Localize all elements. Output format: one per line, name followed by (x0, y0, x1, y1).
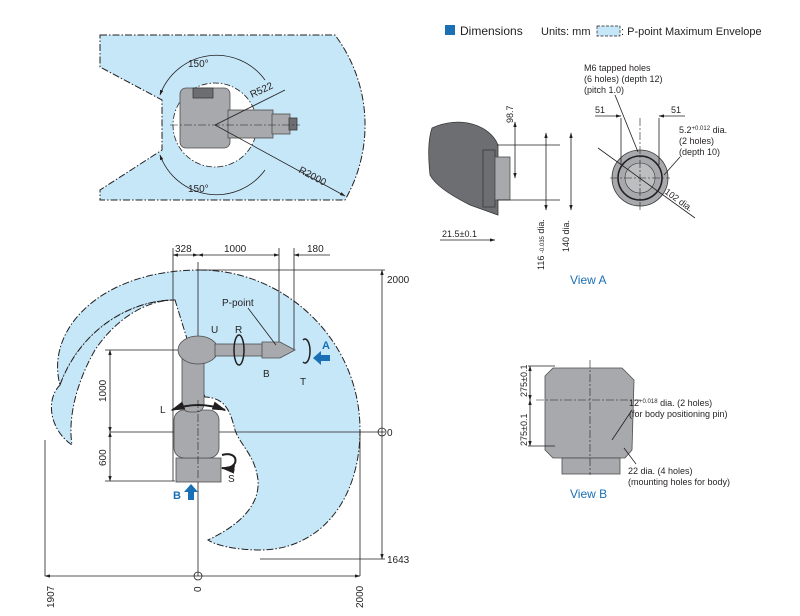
side-envelope-left-crescent (51, 299, 176, 447)
dim-180-label: 180 (307, 244, 324, 255)
view-a: 98.7 116 -0.035 dia. 140 dia. 21.5±0.1 5… (428, 63, 727, 287)
view-b: 275±0.1 275±0.1 12+0.018 dia. (2 holes) … (519, 360, 730, 501)
r522-leader (214, 89, 286, 126)
tapped-holes-line2: (6 holes) (depth 12) (584, 74, 663, 84)
units-label: Units: mm (541, 26, 591, 38)
view-b-base (561, 457, 621, 475)
mount-label-line2: (mounting holes for body) (628, 477, 730, 487)
right-origin-marker (377, 427, 387, 437)
s-axis-rotation-icon (220, 453, 237, 474)
l-axis-label: L (160, 405, 166, 416)
dimensions-swatch (445, 25, 455, 35)
base-top-detail (192, 87, 214, 99)
dim-98-7-label: 98.7 (505, 105, 515, 123)
pin-leader (611, 409, 633, 441)
angle-upper-label: 150° (188, 59, 209, 70)
bottom-scale-left: 1907 (46, 585, 57, 608)
dim-102-label: 102 dia. (663, 187, 695, 214)
robot-wrist (261, 341, 296, 359)
view-a-marker: A (322, 340, 330, 352)
pin-label: 12+0.018 dia. (2 holes) (629, 398, 712, 408)
robot-flange-top (288, 117, 298, 131)
dim-1000-label: 1000 (224, 244, 247, 255)
dim-102-leader (597, 147, 696, 219)
view-a-flange (494, 156, 511, 201)
top-view: 150° 150° R522 R2000 (99, 34, 366, 201)
angle-arc-lower (159, 154, 266, 196)
pin-holes-line2: (2 holes) (679, 136, 714, 146)
dim-21-5-label: 21.5±0.1 (442, 229, 477, 239)
dim-51-left: 51 (595, 105, 605, 115)
r2000-leader (214, 124, 346, 197)
t-axis-label: T (300, 377, 306, 388)
view-a-arrow-icon (313, 351, 330, 365)
robot-turret (173, 409, 220, 459)
robot-arm-top (227, 109, 274, 139)
view-a-flange-ring (482, 149, 496, 208)
t-axis-rotation-icon (302, 338, 311, 364)
angle-lower-label: 150° (188, 184, 209, 195)
dim-600-label: 600 (98, 449, 109, 466)
view-b-arrow-icon (184, 484, 198, 500)
dim-275-upper-label: 275±0.1 (519, 365, 529, 397)
s-axis-label: S (228, 474, 235, 485)
right-scale-top: 2000 (387, 275, 410, 286)
u-axis-label: U (211, 325, 218, 336)
bottom-scale-right: 2000 (355, 585, 366, 608)
pin-holes-label: 5.2+0.012 dia. (679, 125, 727, 135)
pin-holes-leader (663, 156, 681, 176)
r-axis-rotation-icon (233, 334, 245, 366)
mount-label-line1: 22 dia. (4 holes) (628, 466, 693, 476)
dimensions-label: Dimensions (460, 24, 523, 38)
bottom-scale-mid: 0 (193, 586, 204, 592)
dim-1000v-label: 1000 (98, 379, 109, 402)
legend: Dimensions Units: mm : P-point Maximum E… (445, 24, 762, 38)
dim-140-label: 140 dia. (561, 220, 571, 252)
view-b-body (544, 367, 635, 459)
bottom-origin-marker (193, 571, 203, 581)
robot-upper-arm (214, 343, 266, 357)
dim-275-lower-label: 275±0.1 (519, 414, 529, 446)
p-point-leader (247, 307, 277, 346)
robot-base (175, 457, 222, 483)
view-b-marker: B (173, 490, 181, 502)
robot-elbow (177, 335, 219, 365)
right-scale-mid: 0 (387, 428, 393, 439)
right-scale-bottom: 1643 (387, 555, 410, 566)
r-axis-label: R (235, 325, 242, 336)
tapped-holes-line1: M6 tapped holes (584, 63, 651, 73)
angle-arc-upper (159, 54, 266, 96)
side-view-envelope (57, 269, 361, 551)
dim-116-label: 116 -0.035 dia. (536, 219, 546, 270)
view-a-wrist (428, 121, 499, 216)
tapped-holes-line3: (pitch 1.0) (584, 85, 624, 95)
envelope-swatch (596, 25, 621, 37)
mount-leader (623, 447, 637, 465)
robot-wrist-top (271, 113, 291, 135)
b-axis-label: B (263, 369, 270, 380)
view-b-title: View B (570, 487, 607, 501)
side-view: 328 1000 180 1000 600 2000 0 1643 1907 0… (44, 244, 410, 608)
view-a-title: View A (570, 273, 606, 287)
tapped-holes-leader (614, 94, 639, 153)
dim-51-right: 51 (671, 105, 681, 115)
envelope-label: : P-point Maximum Envelope (621, 26, 762, 38)
pin-label-line2: (for body positioning pin) (629, 409, 728, 419)
pin-holes-line3: (depth 10) (679, 147, 720, 157)
dim-328-label: 328 (175, 244, 192, 255)
p-point-label: P-point (222, 298, 254, 309)
